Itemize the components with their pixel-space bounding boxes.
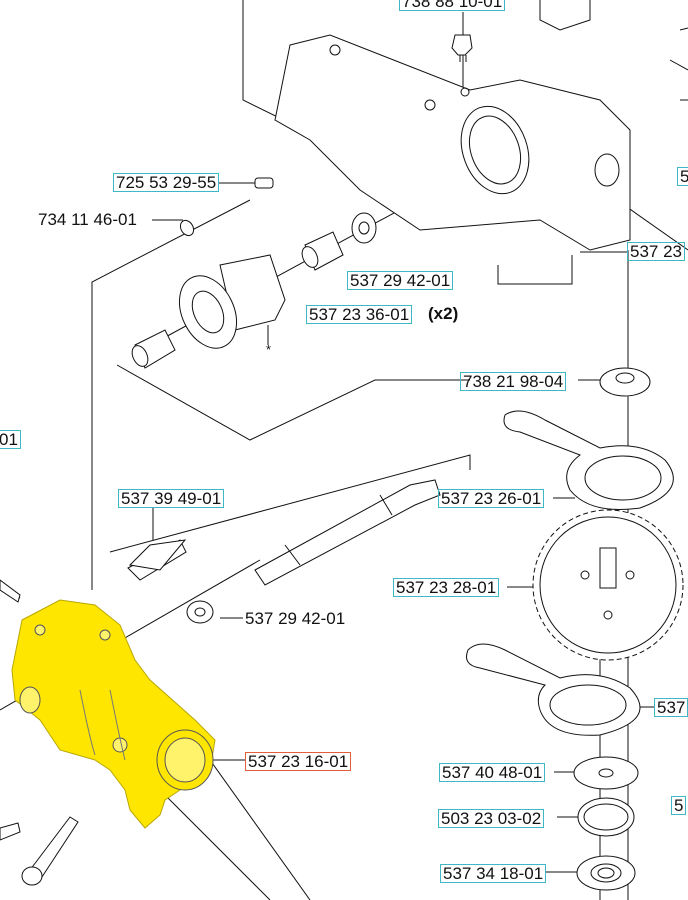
- part-label-738-21-98-04[interactable]: 738 21 98-04: [460, 372, 567, 391]
- part-label-537-29-42-01-lower: 537 29 42-01: [245, 609, 346, 628]
- gear-housing-arm: [274, 0, 688, 251]
- part-label-partial-right-3[interactable]: 537: [654, 698, 688, 717]
- screw-and-washer: [179, 177, 274, 237]
- part-label-partial-right-1[interactable]: 5: [677, 167, 688, 186]
- bevel-gear: [178, 254, 286, 349]
- part-label-537-29-42-01-upper[interactable]: 537 29 42-01: [347, 271, 454, 290]
- quantity-label: (x2): [428, 304, 459, 323]
- grease-fitting: [451, 34, 473, 62]
- part-label-537-23-16-01-selected[interactable]: 537 23 16-01: [245, 752, 352, 771]
- spur-gear: [532, 509, 684, 661]
- part-label-734-11-46-01: 734 11 46-01: [38, 210, 137, 229]
- lever-plate-upper: [503, 410, 674, 511]
- part-label-537-40-48-01[interactable]: 537 40 48-01: [439, 763, 546, 782]
- left-screws: [0, 579, 79, 886]
- part-label-537-23-36-01[interactable]: 537 23 36-01: [306, 305, 413, 324]
- footnote-star: *: [266, 342, 272, 357]
- part-label-537-23-28-01[interactable]: 537 23 28-01: [393, 578, 500, 597]
- part-label-537-34-18-01[interactable]: 537 34 18-01: [440, 864, 547, 883]
- washers-stack: [573, 756, 639, 891]
- highlighted-part-537-23-16-01[interactable]: [11, 599, 216, 829]
- part-label-partial-right-4[interactable]: 5: [671, 796, 687, 815]
- needle-bearings: [131, 212, 377, 369]
- part-label-partial-01[interactable]: 01: [0, 430, 21, 449]
- bearing-738-21-98-04: [599, 367, 651, 397]
- part-label-537-23-26-01[interactable]: 537 23 26-01: [438, 489, 545, 508]
- part-label-725-53-29-55[interactable]: 725 53 29-55: [113, 173, 220, 192]
- lever-plate-lower: [466, 643, 641, 736]
- part-label-503-23-03-02[interactable]: 503 23 03-02: [438, 809, 545, 828]
- key-clip: [128, 539, 187, 571]
- part-label-partial-right-2[interactable]: 537 23: [627, 242, 685, 261]
- part-label-738-88-10-01[interactable]: 738 88 10-01: [399, 0, 506, 11]
- part-label-537-39-49-01[interactable]: 537 39 49-01: [118, 489, 225, 508]
